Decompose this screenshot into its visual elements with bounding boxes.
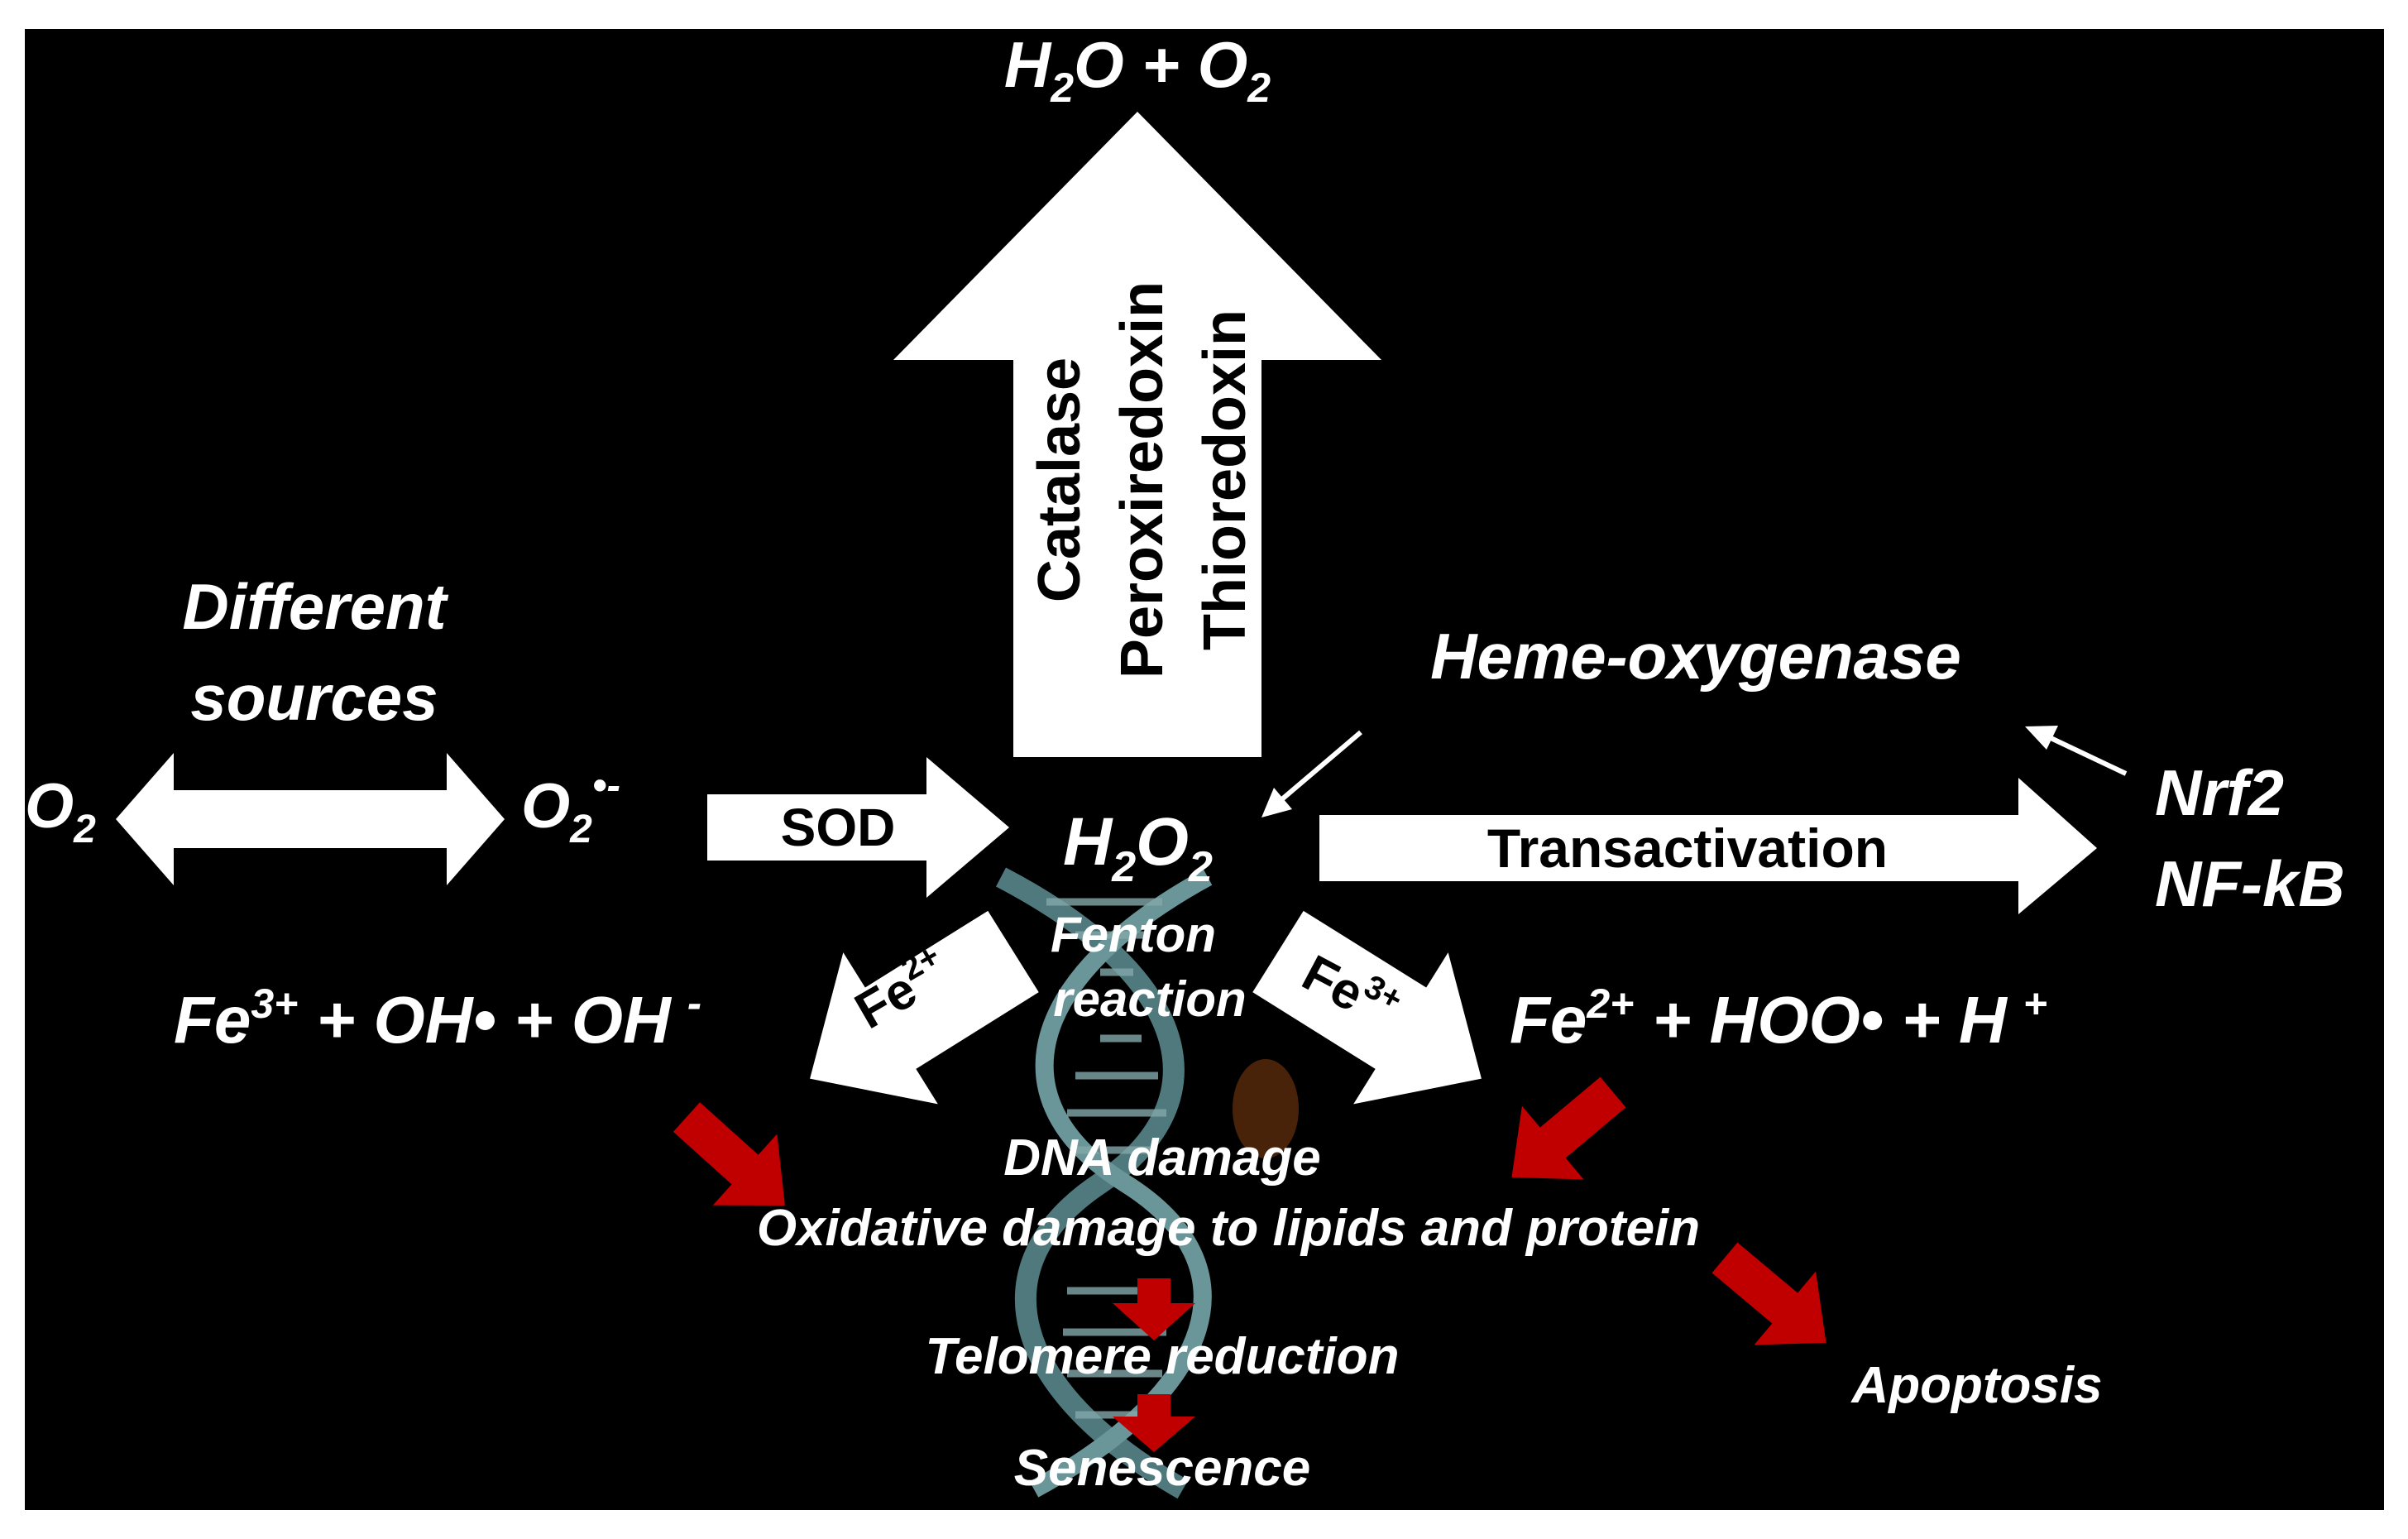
right-products: Fe2+ + HOO• + H+ xyxy=(1510,980,2047,1057)
red-arrow-to-apoptosis xyxy=(1711,1242,1826,1345)
red-arrow-to-telomere xyxy=(1113,1278,1195,1340)
left-products: Fe3+ + OH• + OH- xyxy=(174,980,701,1057)
sod-arrow xyxy=(707,757,1009,898)
dna-glow xyxy=(1233,1059,1299,1158)
outcome-oxidative-damage: Oxidative damage to lipids and protein xyxy=(757,1200,1700,1257)
red-arrow-left-to-damage xyxy=(673,1102,785,1206)
heme-to-h2o2-arrow xyxy=(1261,730,1362,817)
fe2-arrow xyxy=(810,910,1039,1105)
nfkb-label: NF-kB xyxy=(2155,847,2345,920)
nrf2-label: Nrf2 xyxy=(2155,756,2284,829)
h2o2-label: H2O2 xyxy=(1063,804,1213,891)
transactivation-label: Transactivation xyxy=(1487,817,1888,879)
transactivation-arrow xyxy=(1319,778,2097,914)
detox-up-arrow xyxy=(893,112,1381,757)
fe3-arrow xyxy=(1252,910,1482,1105)
superoxide: O2•- xyxy=(521,762,620,851)
different-sources-line2: sources xyxy=(190,661,438,734)
fenton-line2: reaction xyxy=(1053,971,1246,1027)
outcome-telomere-reduction: Telomere reduction xyxy=(925,1328,1399,1385)
outcome-dna-damage: DNA damage xyxy=(1003,1129,1321,1187)
dna-strand-a xyxy=(995,867,1189,1499)
heme-oxygenase-label: Heme-oxygenase xyxy=(1430,620,1961,693)
double-headed-arrow xyxy=(116,753,505,885)
nrf2-to-heme-arrow xyxy=(2025,726,2128,776)
enzyme-peroxiredoxin: Peroxiredoxin xyxy=(1109,281,1175,678)
dna-base-pairs xyxy=(1046,898,1166,1419)
product-h2o-o2: H2O + O2 xyxy=(1004,28,1271,111)
dna-strand-b xyxy=(1029,869,1213,1498)
o2-left: O2 xyxy=(25,771,96,851)
red-arrow-to-senescence xyxy=(1113,1394,1195,1452)
red-arrow-right-to-damage xyxy=(1511,1076,1626,1180)
enzyme-catalase: Catalase xyxy=(1027,357,1093,602)
enzyme-thioredoxin: Thioredoxin xyxy=(1192,309,1258,650)
outcome-apoptosis: Apoptosis xyxy=(1850,1357,2102,1414)
fenton-line1: Fenton xyxy=(1051,907,1216,962)
outcome-senescence: Senescence xyxy=(1014,1440,1310,1497)
different-sources-line1: Different xyxy=(182,570,448,643)
sod-label: SOD xyxy=(781,798,896,857)
dna-helix-image xyxy=(995,867,1299,1499)
